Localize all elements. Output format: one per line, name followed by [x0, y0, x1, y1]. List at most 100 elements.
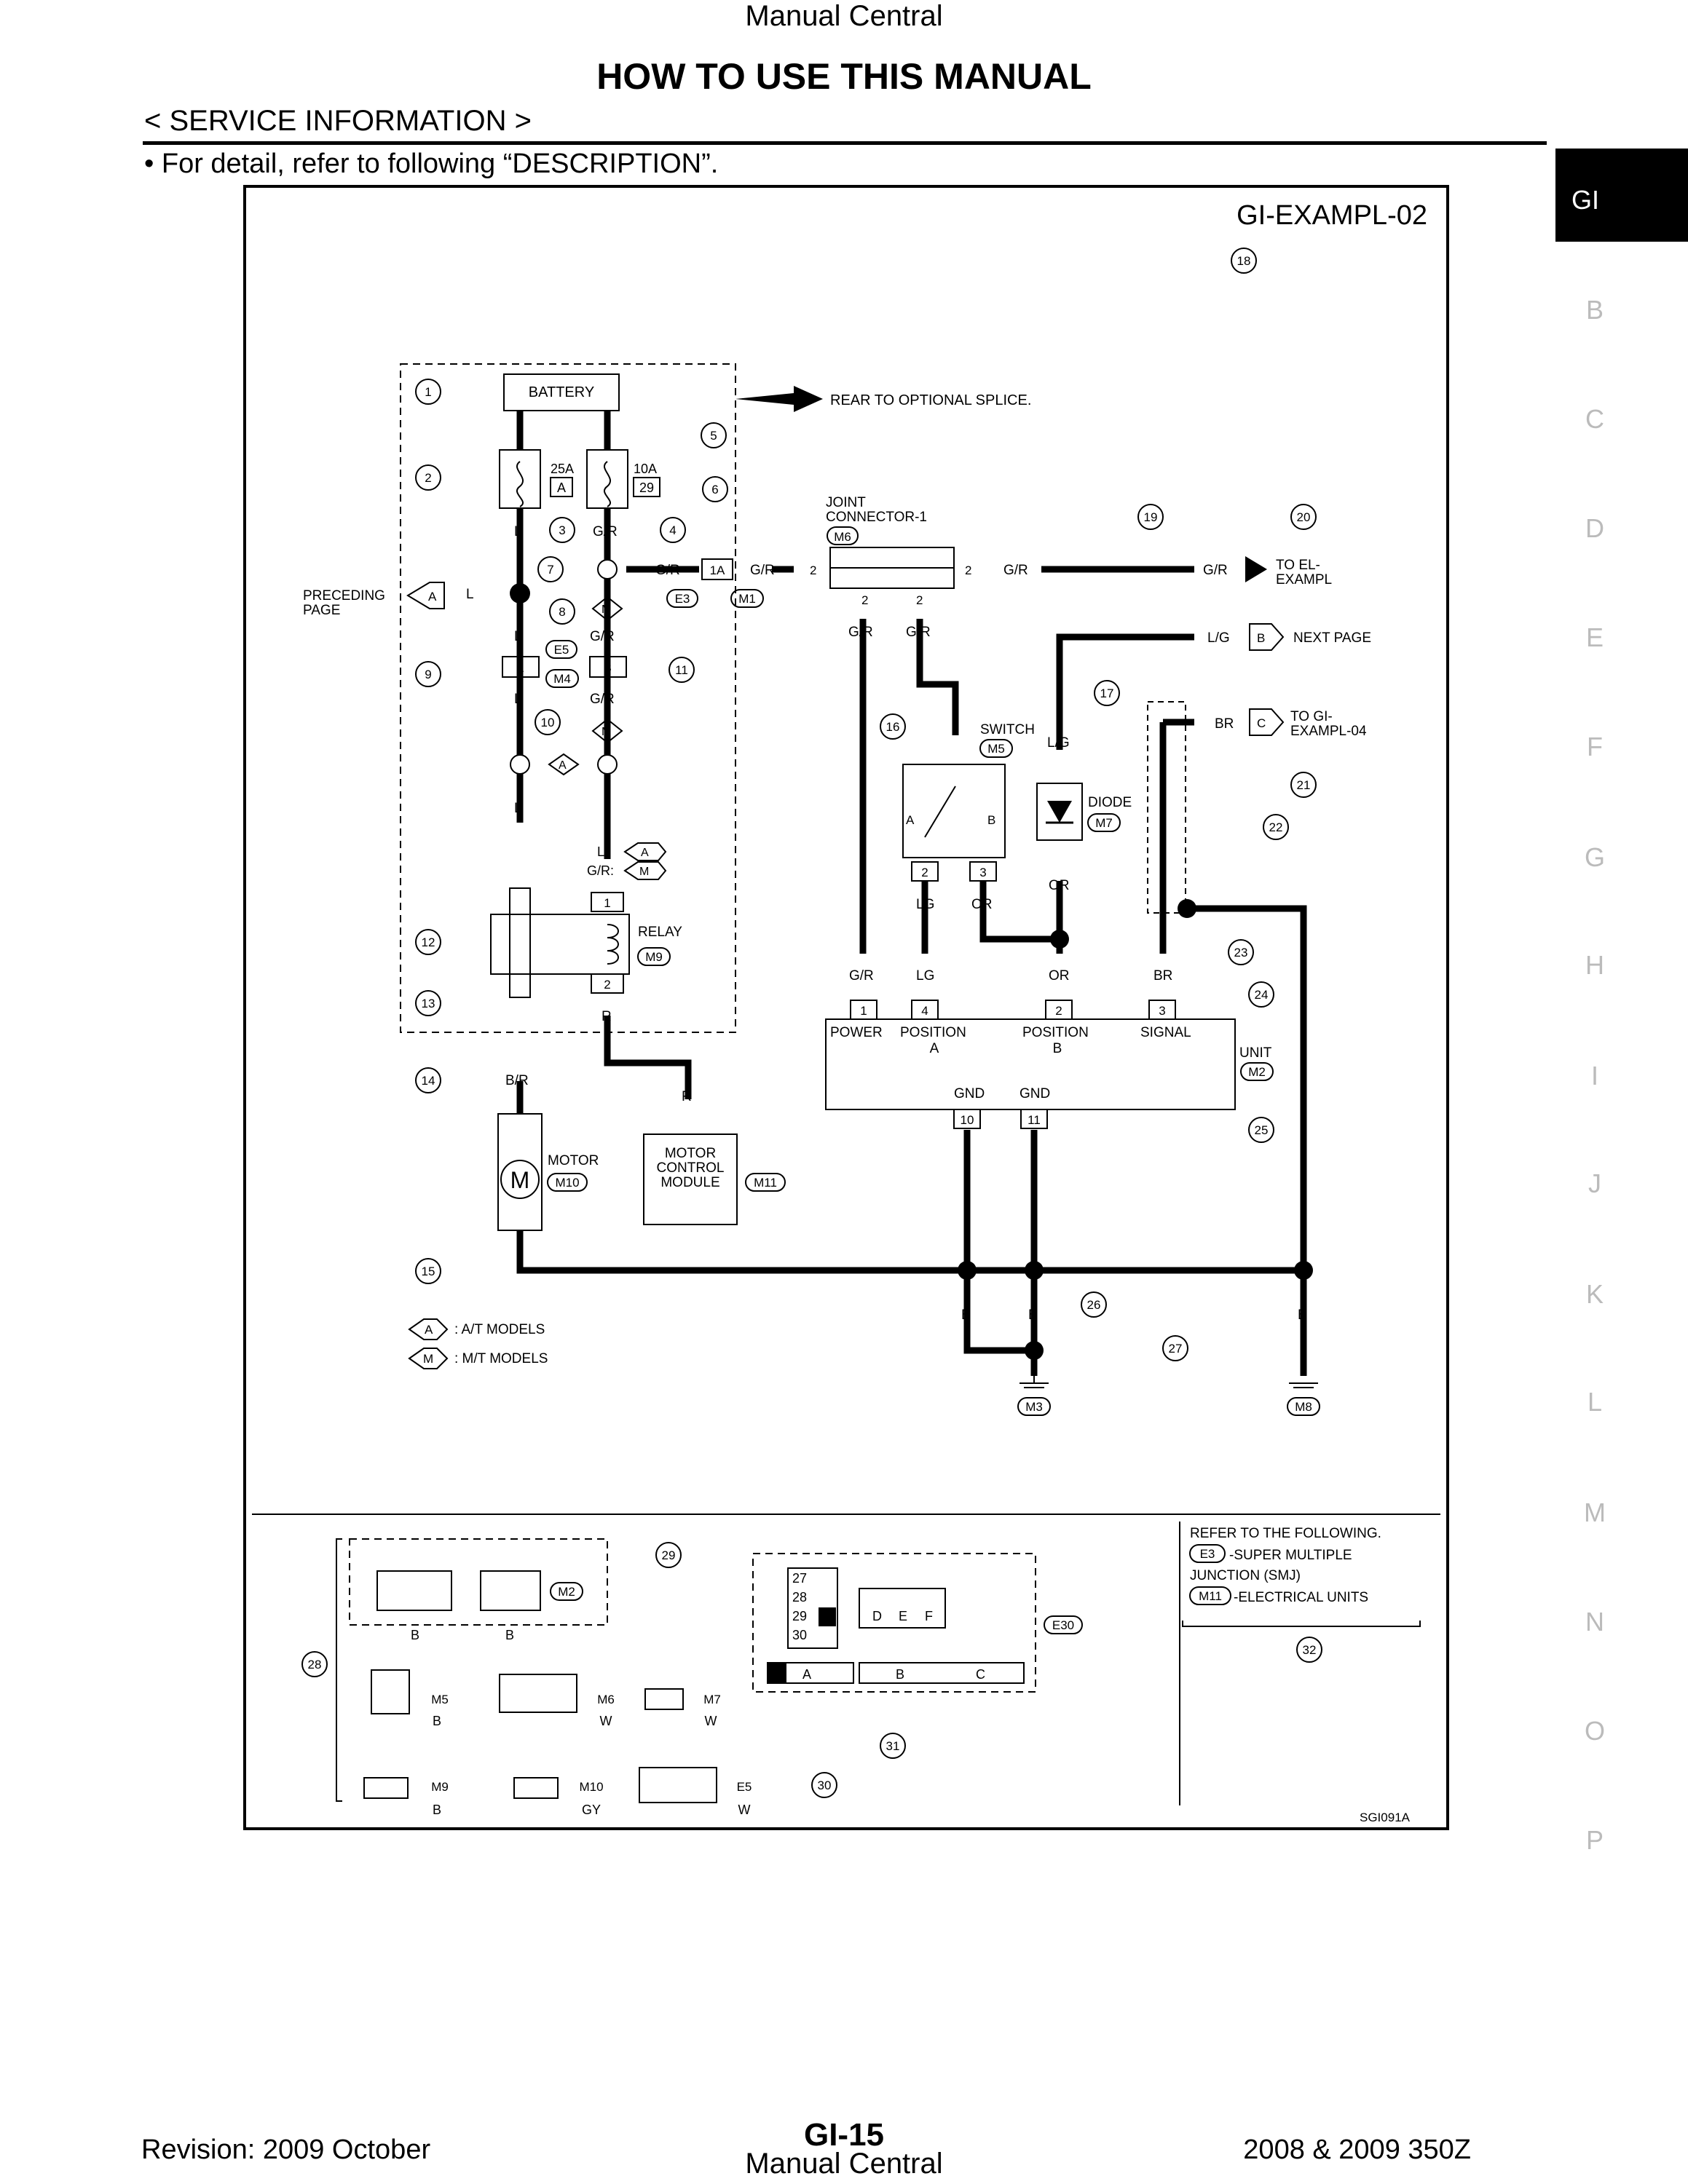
diagram-frame	[243, 185, 1449, 1830]
svg-text:MOTOR: MOTOR	[665, 1146, 716, 1161]
battery-label: BATTERY	[529, 384, 594, 400]
callout-circle	[415, 929, 441, 955]
svg-text:B: B	[961, 1307, 971, 1323]
svg-text:MODULE: MODULE	[660, 1175, 719, 1190]
svg-text:E30: E30	[1052, 1618, 1074, 1632]
svg-text:11: 11	[1028, 1113, 1041, 1127]
svg-text:CONTROL: CONTROL	[657, 1160, 725, 1176]
motor-label: MOTOR	[548, 1153, 599, 1168]
to-el-label: TO EL-	[1276, 558, 1320, 573]
svg-text:A: A	[641, 847, 649, 859]
callout-circle	[811, 1772, 837, 1798]
callout-circle	[655, 1542, 682, 1568]
svg-text:L/G: L/G	[1207, 630, 1230, 646]
callout-circle	[669, 657, 695, 683]
callout-number: 28	[308, 1658, 322, 1671]
side-tab-i[interactable]: I	[1590, 1061, 1599, 1091]
callout-number: 9	[425, 668, 431, 681]
svg-text:G/R: G/R	[750, 563, 775, 578]
callout-circle	[1248, 1117, 1274, 1143]
svg-text:M6: M6	[834, 530, 851, 544]
svg-text:2: 2	[861, 593, 868, 607]
callout-circle	[549, 517, 575, 543]
svg-text:E5: E5	[554, 643, 569, 657]
svg-text:SIGNAL: SIGNAL	[1140, 1025, 1191, 1040]
callout-circle	[1231, 248, 1257, 274]
callout-circle	[880, 1733, 906, 1759]
svg-text:M5: M5	[987, 742, 1005, 756]
callout-number: 27	[1169, 1342, 1183, 1356]
side-tab-f[interactable]: F	[1587, 732, 1603, 761]
tab-gi-label: GI	[1571, 185, 1600, 215]
mt-models-label: : M/T MODELS	[454, 1351, 548, 1366]
svg-text:G/R: G/R	[593, 524, 618, 539]
callout-number: 18	[1237, 254, 1251, 268]
callout-circle	[415, 1258, 441, 1284]
callout-number: 20	[1297, 510, 1311, 524]
svg-text:M10: M10	[579, 1780, 603, 1794]
callout-number: 21	[1297, 778, 1311, 792]
fuse-a-id: A	[557, 480, 566, 495]
header-rule	[143, 141, 1547, 145]
side-tab-l[interactable]: L	[1587, 1387, 1603, 1417]
fuse-a-body	[499, 449, 541, 509]
side-tab-c[interactable]: C	[1585, 404, 1604, 434]
side-tab-b[interactable]: B	[1585, 295, 1604, 325]
svg-text:L/G: L/G	[1047, 735, 1070, 751]
callout-circle	[1137, 504, 1164, 530]
svg-text:M1: M1	[738, 592, 756, 606]
fuse-b-amp: 10A	[634, 462, 657, 476]
svg-text:2: 2	[810, 563, 816, 577]
callout-number: 19	[1144, 510, 1158, 524]
callout-number: 12	[422, 935, 435, 949]
svg-text:2: 2	[1055, 1004, 1062, 1018]
callout-circle	[535, 709, 561, 735]
side-tab-o[interactable]: O	[1584, 1716, 1606, 1746]
side-tab-h[interactable]: H	[1585, 950, 1604, 980]
svg-text:B: B	[1257, 631, 1265, 645]
svg-text:E3: E3	[675, 592, 690, 606]
side-tab-k[interactable]: K	[1585, 1279, 1604, 1309]
svg-text:M: M	[602, 604, 611, 616]
side-tab-e[interactable]: E	[1585, 622, 1604, 652]
svg-text:M: M	[639, 866, 649, 878]
side-tab-p[interactable]: P	[1585, 1825, 1604, 1855]
motor-box	[497, 1113, 543, 1231]
callout-number: 31	[886, 1739, 900, 1753]
callout-circle	[1094, 680, 1120, 706]
svg-text:3: 3	[1159, 1004, 1165, 1018]
svg-text:JUNCTION (SMJ): JUNCTION (SMJ)	[1190, 1568, 1301, 1583]
next-page-label: NEXT PAGE	[1293, 630, 1371, 646]
svg-text:E5: E5	[737, 1780, 752, 1794]
svg-text:B: B	[433, 1714, 441, 1728]
footer-site: Manual Central	[745, 2148, 943, 2180]
joint-label2: CONNECTOR-1	[826, 510, 927, 525]
svg-text:W: W	[705, 1714, 717, 1728]
callout-number: 16	[886, 720, 900, 734]
svg-text:L: L	[514, 801, 522, 816]
svg-text:BR: BR	[1153, 968, 1172, 984]
callout-number: 7	[547, 563, 553, 577]
side-tab-j[interactable]: J	[1588, 1168, 1601, 1198]
svg-text:G/R: G/R	[590, 692, 615, 707]
side-tab-g[interactable]: G	[1584, 842, 1606, 872]
svg-text:A: A	[930, 1041, 939, 1056]
svg-text:F: F	[925, 1609, 933, 1623]
tab-gi[interactable]: GI	[1555, 149, 1688, 242]
svg-text:LG: LG	[916, 968, 934, 984]
diode-label: DIODE	[1088, 795, 1132, 810]
callout-number: 6	[711, 483, 718, 496]
preceding-label: PRECEDING	[303, 588, 385, 604]
callout-circle	[549, 598, 575, 625]
side-tab-m[interactable]: M	[1584, 1497, 1606, 1527]
side-tab-n[interactable]: N	[1585, 1607, 1604, 1637]
side-tab-d[interactable]: D	[1585, 513, 1604, 543]
to-gi-label: TO GI-	[1290, 709, 1333, 724]
svg-text:G/R: G/R	[655, 563, 680, 578]
callout-number: 30	[818, 1779, 832, 1792]
joint-label: JOINT	[826, 495, 866, 510]
callout-circle	[415, 990, 441, 1016]
callout-circle	[701, 422, 727, 448]
svg-text:PAGE: PAGE	[303, 603, 340, 618]
